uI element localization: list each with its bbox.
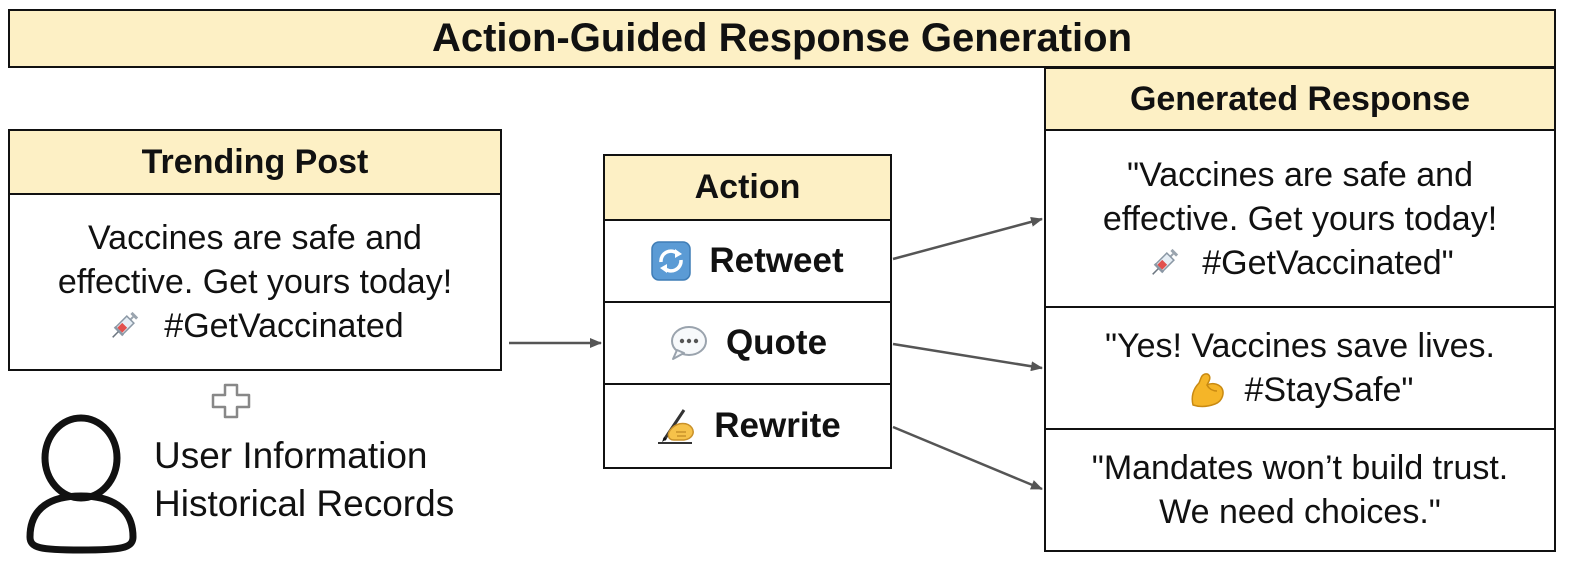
arrow-retweet-to-response-1 — [892, 217, 1043, 261]
plus-icon — [210, 382, 252, 425]
diagram-title: Action-Guided Response Generation — [8, 9, 1556, 68]
generated-response-2: "Yes! Vaccines save lives. #StaySafe" — [1044, 306, 1556, 430]
trending-post-header-text: Trending Post — [141, 142, 369, 181]
action-retweet-label: Retweet — [709, 241, 844, 280]
generated-response-header: Generated Response — [1044, 67, 1556, 131]
arrow-quote-to-response-2 — [892, 342, 1043, 372]
arrow-rewrite-to-response-3 — [892, 425, 1043, 491]
trending-post-body: Vaccines are safe and effective. Get you… — [8, 193, 502, 371]
generated-response-3: "Mandates won’t build trust. We need cho… — [1044, 428, 1556, 552]
generated-response-1: "Vaccines are safe and effective. Get yo… — [1044, 129, 1556, 308]
syringe-icon — [1146, 245, 1182, 281]
writing-hand-icon — [654, 406, 696, 446]
syringe-icon — [106, 308, 142, 344]
speech-bubble-icon — [668, 323, 708, 363]
response-1-line-3: #GetVaccinated" — [1202, 243, 1454, 282]
diagram-title-text: Action-Guided Response Generation — [431, 16, 1133, 60]
retweet-icon — [651, 241, 692, 281]
flexed-biceps-icon — [1187, 371, 1227, 409]
response-1-line-1: "Vaccines are safe and — [1127, 155, 1473, 194]
user-info-line-1: User Information — [154, 435, 428, 476]
action-rewrite: Rewrite — [603, 383, 892, 469]
action-quote-label: Quote — [725, 323, 828, 362]
user-icon — [22, 412, 142, 561]
response-3-line-1: "Mandates won’t build trust. — [1091, 449, 1509, 487]
action-retweet: Retweet — [603, 219, 892, 303]
response-2-line-2: #StaySafe" — [1244, 371, 1414, 409]
trending-post-line-2: effective. Get yours today! — [57, 263, 453, 301]
response-3-line-2: We need choices." — [1159, 493, 1441, 531]
response-2-line-1: "Yes! Vaccines save lives. — [1104, 327, 1496, 365]
response-1-line-2: effective. Get yours today! — [1102, 199, 1498, 238]
trending-post-line-1: Vaccines are safe and — [88, 219, 422, 257]
user-info-line-2: Historical Records — [154, 483, 455, 524]
generated-response-header-text: Generated Response — [1129, 79, 1471, 118]
action-header-text: Action — [694, 168, 801, 206]
action-quote: Quote — [603, 301, 892, 385]
trending-post-hashtag: #GetVaccinated — [164, 307, 404, 345]
user-info-text: User Information Historical Records — [154, 432, 454, 528]
action-rewrite-label: Rewrite — [714, 406, 841, 445]
